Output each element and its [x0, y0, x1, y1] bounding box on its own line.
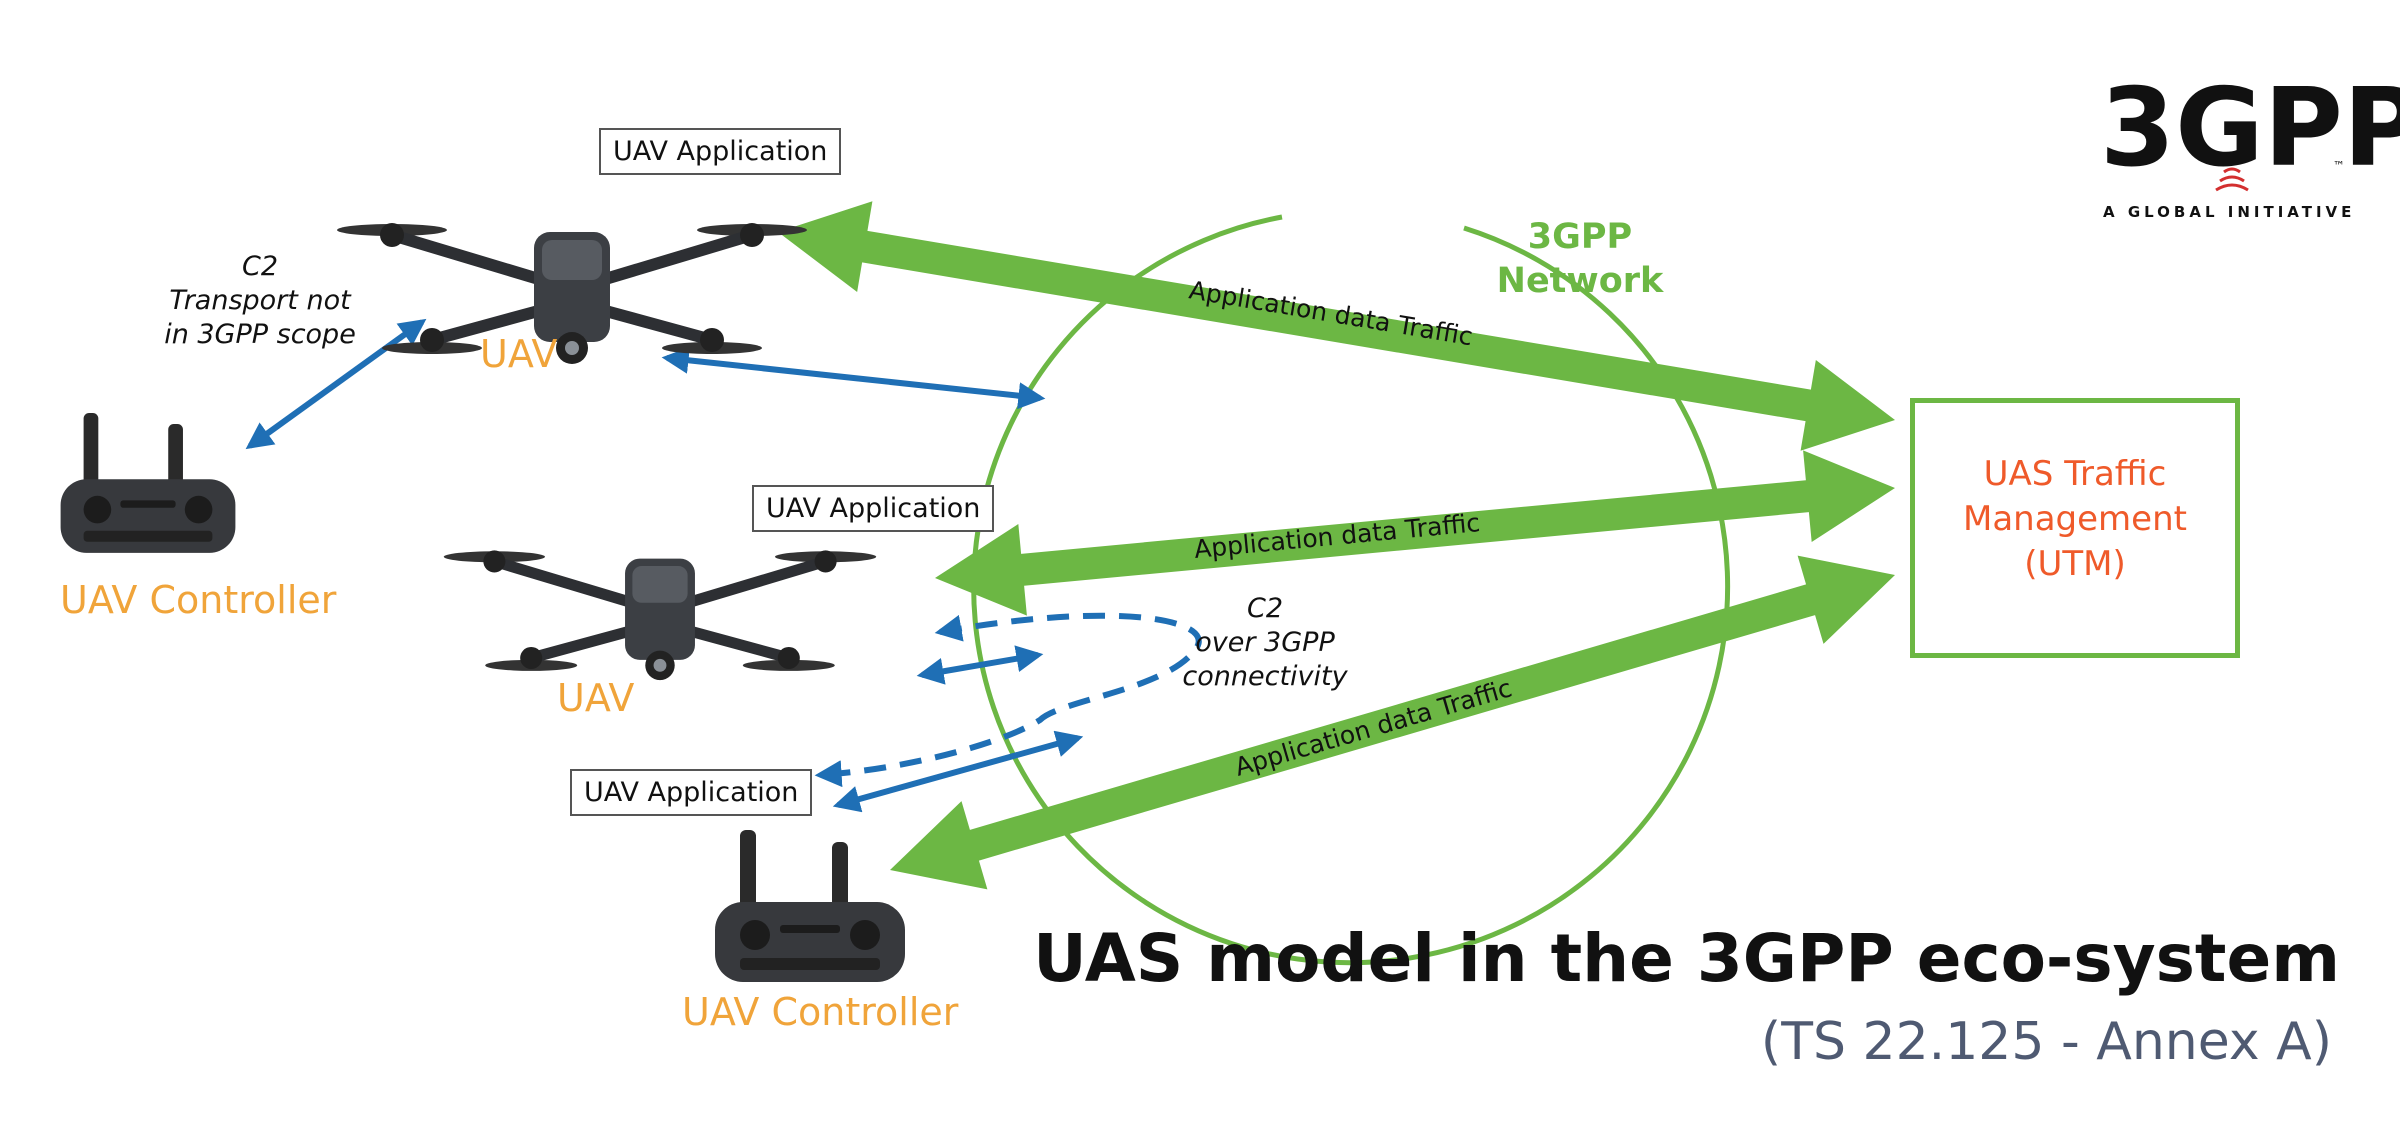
- utm-label: UAS Traffic Management (UTM): [1910, 452, 2240, 587]
- network-label-line-2: Network: [1496, 261, 1664, 301]
- 3gpp-logo: 3GPP ™: [2100, 66, 2400, 192]
- uav-label-middle: UAV: [557, 676, 635, 720]
- remote-controller-icon-left: [60, 413, 236, 553]
- c2-left-line-2: Transport not: [169, 285, 351, 316]
- traffic-arrow-top: [778, 201, 1895, 451]
- c2-connectivity-note: C2 over 3GPP connectivity: [1150, 592, 1380, 694]
- drone-icon-middle: [444, 550, 876, 680]
- logo-text: 3GPP: [2100, 66, 2400, 191]
- utm-label-line-1: UAS Traffic: [1983, 454, 2167, 494]
- c2-dashed-loop: [814, 612, 1202, 788]
- utm-box: [1910, 398, 2240, 658]
- uav-application-box-top: UAV Application: [599, 128, 842, 175]
- remote-controller-icon-bottom: [715, 830, 905, 982]
- diagram-subtitle: (TS 22.125 - Annex A): [1760, 1012, 2332, 1072]
- uav-application-box-bottom: UAV Application: [570, 769, 813, 816]
- c2-left-line-1: C2: [241, 251, 279, 282]
- c2-link-left: [245, 318, 427, 450]
- utm-label-line-3: (UTM): [2024, 544, 2126, 584]
- uav-application-box-middle: UAV Application: [752, 485, 995, 532]
- c2-left-line-3: in 3GPP scope: [164, 319, 356, 350]
- utm-label-line-2: Management: [1963, 499, 2187, 539]
- traffic-arrow-bottom: [890, 555, 1895, 890]
- logo-tagline: A GLOBAL INITIATIVE: [2103, 203, 2356, 221]
- diagram-title: UAS model in the 3GPP eco-system: [1033, 920, 2340, 997]
- c2-transport-note: C2 Transport not in 3GPP scope: [140, 250, 380, 352]
- drone-icon-top: [337, 223, 807, 364]
- uav-label-top: UAV: [480, 332, 558, 376]
- logo-trademark: ™: [2333, 159, 2345, 173]
- uav-network-link-top: [661, 346, 1046, 410]
- 3gpp-network-ellipse: [971, 214, 1731, 966]
- controller-label-left: UAV Controller: [60, 578, 337, 622]
- network-label-line-1: 3GPP: [1527, 217, 1633, 257]
- network-label: 3GPP Network: [1460, 215, 1700, 303]
- traffic-arrow-middle: [935, 450, 1895, 616]
- c2-center-line-3: connectivity: [1182, 661, 1348, 692]
- controller-label-bottom: UAV Controller: [682, 990, 959, 1034]
- c2-center-line-1: C2: [1246, 593, 1284, 624]
- c2-center-line-2: over 3GPP: [1195, 627, 1335, 658]
